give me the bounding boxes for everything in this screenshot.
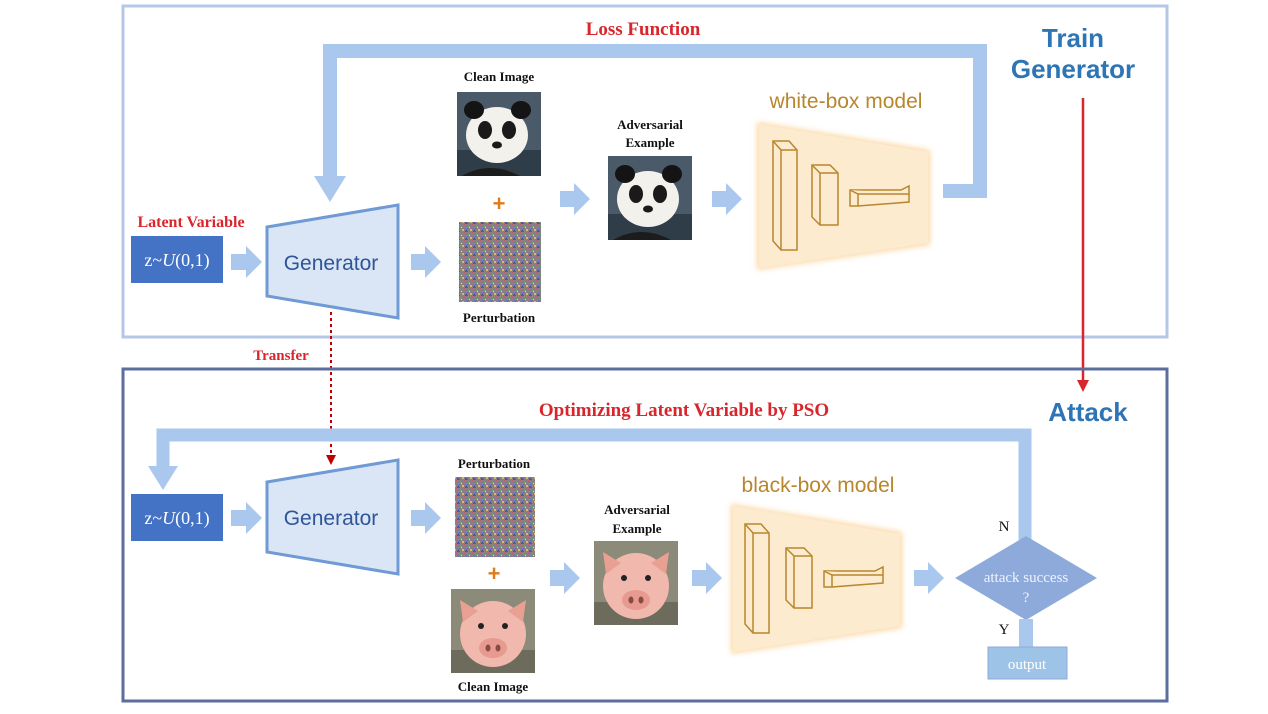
transfer-arrowhead [326,455,336,465]
clean-image-label-top: Clean Image [464,69,535,84]
adversarial-panda-image-icon [608,156,692,240]
blackbox-model-label: black-box model [742,474,895,497]
loss-function-label: Loss Function [586,19,701,40]
arrow-to-decision [914,562,944,594]
attack-panel [121,367,1169,703]
pso-feedback-arrowhead [148,466,178,490]
latent-box-bottom [131,494,223,541]
generator-bottom-label: Generator [284,507,379,530]
adversarial-label-bottom-line1: Adversarial [604,502,670,517]
pso-feedback-label: Optimizing Latent Variable by PSO [539,400,829,421]
loss-feedback-loop [323,44,987,198]
clean-image-label-bottom: Clean Image [458,679,529,694]
yes-branch-label: Y [999,622,1010,638]
arrow-latent-to-generator-bottom [231,502,262,534]
latent-variable-label: Latent Variable [137,214,244,231]
noise-perturbation-icon [459,222,541,302]
arrow-latent-to-generator-top [231,246,262,278]
plus-sign-top: + [493,191,506,216]
attack-success-decision [955,536,1097,620]
decision-text-line2: ? [1023,590,1030,606]
adversarial-label-top-line2: Example [625,135,674,150]
arrow-generator-to-perturbation-top [411,246,441,278]
plus-sign-bottom: + [488,561,501,586]
pso-feedback-loop [156,428,1032,540]
arrow-to-blackbox-model [692,562,722,594]
output-label: output [1008,657,1047,673]
train-generator-title-line1: Train [1042,23,1104,53]
cnn-layers-icon [772,140,910,251]
perturbation-label-bottom: Perturbation [458,456,531,471]
adversarial-label-bottom-line2: Example [612,521,661,536]
generator-top [265,203,400,320]
arrow-generator-to-perturbation-bottom [411,502,441,534]
output-box [987,646,1068,680]
loss-feedback-arrowhead [314,176,346,202]
latent-box-bottom-text: z~U(0,1) [144,508,209,529]
whitebox-model-box [759,124,928,268]
adversarial-label-top-line1: Adversarial [617,117,683,132]
train-generator-title-line2: Generator [1011,54,1135,84]
generator-bottom [265,458,400,576]
attack-title: Attack [1048,397,1128,427]
arrow-to-adversarial-top [560,183,590,215]
decision-text-line1: attack success [984,570,1069,586]
yes-connector [1019,619,1033,647]
blackbox-model-box [733,506,900,652]
transfer-label: Transfer [253,348,309,364]
perturbation-label-top: Perturbation [463,310,536,325]
arrow-to-adversarial-bottom [550,562,580,594]
generator-top-label: Generator [284,252,379,275]
latent-box-top-text: z~U(0,1) [144,250,209,271]
latent-box-top [131,236,223,283]
noise-perturbation-bottom-icon [455,477,535,557]
pig-image-icon [451,589,535,673]
whitebox-model-label: white-box model [769,90,923,113]
cnn-layers-bottom-icon [744,523,884,634]
panda-image-icon [457,92,541,176]
adversarial-pig-image-icon [594,541,678,625]
arrow-to-whitebox-model [712,183,742,215]
stage-transition-arrowhead [1077,380,1089,392]
no-branch-label: N [999,519,1010,535]
